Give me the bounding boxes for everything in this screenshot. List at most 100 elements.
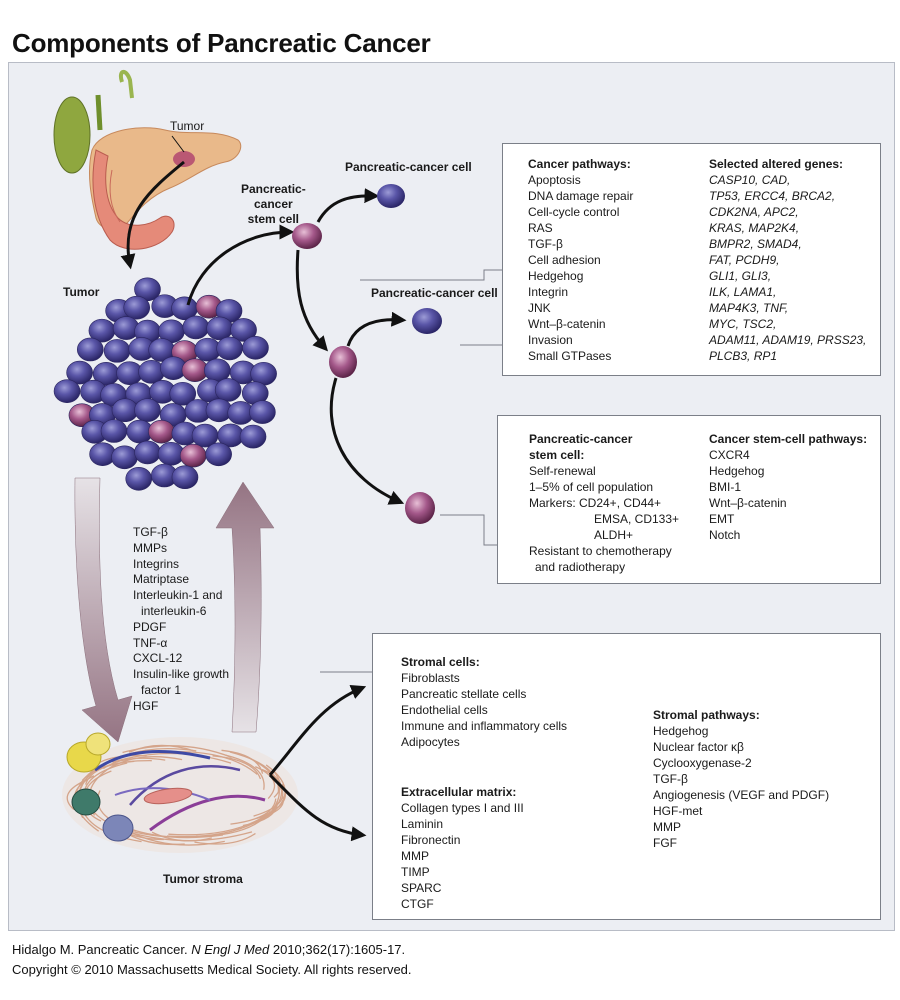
tumor-cell bbox=[134, 398, 161, 422]
stromal-pathway-item: Angiogenesis (VEGF and PDGF) bbox=[653, 788, 830, 802]
tumor-cell bbox=[53, 379, 81, 403]
stem-property-item: EMSA, CD133+ bbox=[594, 512, 680, 526]
stem-cell-box: Pancreatic-cancer stem cell: Self-renewa… bbox=[497, 415, 881, 584]
pathway-item: Invasion bbox=[528, 333, 573, 347]
gene-item: PLCB3, RP1 bbox=[709, 349, 778, 363]
gene-item: KRAS, MAP2K4, bbox=[709, 221, 800, 235]
stromal-pathway-item: Nuclear factor κβ bbox=[653, 740, 744, 754]
stem-property-item: 1–5% of cell population bbox=[529, 480, 654, 494]
stromal-pathways-list: Stromal pathways: Hedgehog Nuclear facto… bbox=[653, 707, 829, 851]
stem-cell-header-line1: Pancreatic-cancer bbox=[529, 432, 633, 446]
stromal-pathway-item: FGF bbox=[653, 836, 677, 850]
altered-genes-header: Selected altered genes: bbox=[709, 157, 844, 171]
tumor-cell-cluster bbox=[53, 277, 277, 491]
gene-item: ILK, LAMA1, bbox=[709, 285, 777, 299]
pancreatic-cancer-cell-mid bbox=[412, 308, 442, 334]
stromal-cell-item: Fibroblasts bbox=[401, 671, 460, 685]
stromal-cell-item: Adipocytes bbox=[401, 735, 460, 749]
stromal-pathway-item: TGF-β bbox=[653, 772, 688, 786]
factor-item: TGF-β bbox=[133, 525, 168, 539]
pancreatic-cancer-cell-top bbox=[377, 184, 405, 208]
cancer-pathways-list: Cancer pathways: Apoptosis DNA damage re… bbox=[528, 156, 633, 364]
extracellular-matrix-list: Extracellular matrix: Collagen types I a… bbox=[401, 784, 524, 912]
collagen-fiber bbox=[112, 752, 232, 764]
tumor-cell bbox=[206, 316, 233, 341]
collagen-fiber bbox=[255, 794, 284, 820]
factor-item: Interleukin-1 and bbox=[133, 588, 223, 603]
collagen-fiber bbox=[66, 780, 85, 811]
stem-cell-label: Pancreatic- cancer stem cell bbox=[241, 182, 306, 226]
arrow-tumor-to-stroma bbox=[74, 477, 133, 743]
tumor-cell bbox=[249, 400, 276, 424]
stem-pathway-item: Hedgehog bbox=[709, 464, 765, 478]
stem-property-item: ALDH+ bbox=[594, 528, 634, 542]
tumor-cell bbox=[76, 337, 104, 362]
collagen-fiber bbox=[112, 756, 183, 768]
ecm-item: CTGF bbox=[401, 897, 434, 911]
tumor-cell bbox=[216, 336, 243, 361]
tumor-cell bbox=[214, 378, 242, 402]
stem-pathway-item: BMI-1 bbox=[709, 480, 742, 494]
pathway-item: TGF-β bbox=[528, 237, 563, 251]
stromal-cell-item: Endothelial cells bbox=[401, 703, 488, 717]
tumor-site-label: Tumor bbox=[170, 119, 205, 133]
cancer-pathways-box: Cancer pathways: Apoptosis DNA damage re… bbox=[502, 143, 881, 376]
ecm-item: Fibronectin bbox=[401, 833, 461, 847]
tumor-cell bbox=[205, 442, 232, 467]
gene-item: MAP4K3, TNF, bbox=[709, 301, 789, 315]
stromal-pathway-item: Hedgehog bbox=[653, 724, 709, 738]
tumor-cell bbox=[171, 465, 199, 490]
pancreatic-cancer-cell-label-mid: Pancreatic-cancer cell bbox=[371, 286, 498, 300]
stroma-box: Stromal cells: Fibroblasts Pancreatic st… bbox=[372, 633, 881, 920]
tumor-cell bbox=[138, 360, 165, 384]
ecm-header: Extracellular matrix: bbox=[401, 785, 517, 799]
tumor-cell bbox=[125, 467, 153, 491]
stem-cell-pathways-list: Cancer stem-cell pathways: CXCR4 Hedgeho… bbox=[709, 431, 867, 543]
gene-item: TP53, ERCC4, BRCA2, bbox=[709, 189, 836, 203]
stem-pathway-item: CXCR4 bbox=[709, 448, 750, 462]
pathway-item: Cell adhesion bbox=[528, 253, 601, 267]
stem-property-item: Markers: CD24+, CD44+ bbox=[529, 496, 662, 510]
citation-line-1: Hidalgo M. Pancreatic Cancer. N Engl J M… bbox=[12, 942, 406, 957]
factor-item: MMPs bbox=[133, 540, 167, 555]
pathway-item: JNK bbox=[528, 301, 551, 315]
tumor-cell bbox=[111, 398, 139, 423]
tumor-stroma-label: Tumor stroma bbox=[163, 872, 243, 886]
tumor-cell bbox=[134, 440, 161, 465]
stromal-pathway-item: MMP bbox=[653, 820, 681, 834]
collagen-fiber bbox=[242, 800, 278, 827]
tumor-cell bbox=[182, 315, 210, 340]
stromal-cell-item: Pancreatic stellate cells bbox=[401, 687, 527, 701]
collagen-fiber bbox=[194, 832, 256, 845]
tumor-cell bbox=[103, 339, 131, 363]
tumor-cell bbox=[123, 295, 151, 320]
stromal-cells-header: Stromal cells: bbox=[401, 655, 480, 669]
factor-item: TNF-α bbox=[133, 635, 168, 650]
stromal-cell-item: Immune and inflammatory cells bbox=[401, 719, 568, 733]
pathway-item: Wnt–β-catenin bbox=[528, 317, 606, 331]
tumor-stroma-image bbox=[62, 732, 298, 853]
pancreatic-cancer-cell-label-top: Pancreatic-cancer cell bbox=[345, 160, 472, 174]
collagen-fiber bbox=[212, 755, 262, 780]
stem-cell-1 bbox=[292, 223, 322, 249]
collagen-fiber bbox=[120, 829, 253, 842]
ecm-item: Laminin bbox=[401, 817, 444, 831]
stromal-pathways-header: Stromal pathways: bbox=[653, 708, 760, 722]
cancer-pathways-header: Cancer pathways: bbox=[528, 157, 631, 171]
pathway-item: DNA damage repair bbox=[528, 189, 634, 203]
pathway-item: Hedgehog bbox=[528, 269, 584, 283]
stem-pathways-header: Cancer stem-cell pathways: bbox=[709, 432, 868, 446]
tumor-cell bbox=[66, 360, 93, 385]
tumor-cell bbox=[242, 335, 269, 360]
tumor-cell bbox=[111, 445, 138, 470]
collagen-fiber bbox=[255, 766, 276, 799]
pancreas-organ-image bbox=[53, 70, 242, 250]
arrow-stroma-to-tumor bbox=[215, 481, 275, 733]
stem-pathway-item: Wnt–β-catenin bbox=[709, 496, 787, 510]
factor-item: CXCL-12 bbox=[133, 651, 183, 666]
altered-genes-list: Selected altered genes: CASP10, CAD, TP5… bbox=[709, 156, 866, 364]
gene-item: FAT, PCDH9, bbox=[709, 253, 780, 267]
tumor-cell bbox=[239, 424, 267, 449]
gene-item: ADAM11, ADAM19, PRSS23, bbox=[709, 333, 867, 347]
